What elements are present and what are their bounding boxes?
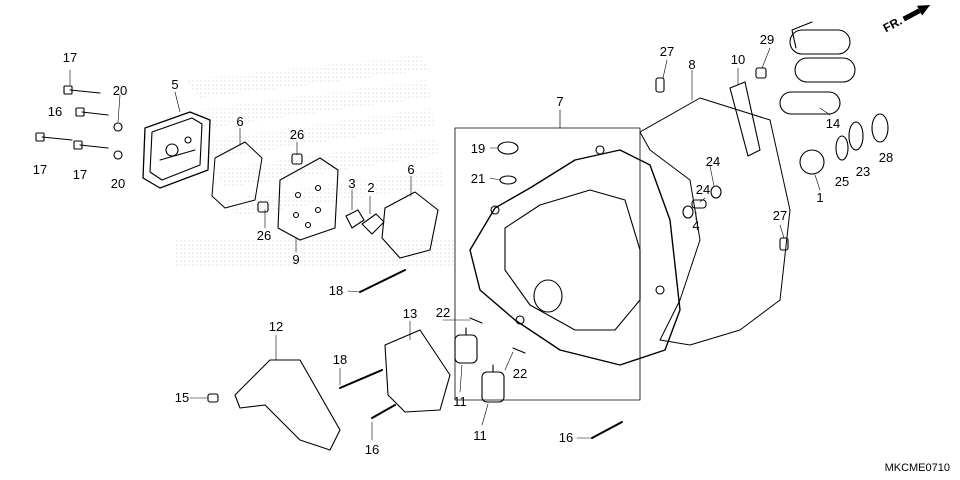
- bolts-left: [35, 85, 123, 160]
- callout-28: 28: [878, 150, 894, 165]
- part-2-seal: [361, 213, 385, 235]
- callout-14: 14: [825, 116, 841, 131]
- callout-2: 2: [367, 180, 375, 195]
- part-16-bolt-mid: [371, 404, 396, 419]
- part-10-bracket: [729, 81, 761, 157]
- callout-10: 10: [730, 52, 746, 67]
- callout-27: 27: [772, 208, 788, 223]
- callout-16: 16: [558, 430, 574, 445]
- callout-19: 19: [470, 141, 486, 156]
- part-7-main-cover: [469, 145, 681, 366]
- part-14-connector: [779, 21, 856, 115]
- part-12-bracket: [234, 359, 341, 451]
- callout-8: 8: [688, 57, 696, 72]
- callout-7: 7: [556, 94, 564, 109]
- part-18-bolt-short: [339, 369, 383, 389]
- part-28-circlip: [871, 113, 889, 143]
- callout-21: 21: [470, 171, 486, 186]
- part-18-bolt-long: [359, 269, 406, 293]
- callout-29: 29: [759, 32, 775, 47]
- arrow-right-icon: [902, 4, 931, 21]
- callout-26: 26: [289, 127, 305, 142]
- diagram-code: MKCME0710: [884, 462, 950, 474]
- callout-15: 15: [174, 390, 190, 405]
- callout-26: 26: [256, 228, 272, 243]
- callout-12: 12: [268, 319, 284, 334]
- callout-9: 9: [292, 252, 300, 267]
- part-22-clip-a: [469, 317, 483, 324]
- callout-4: 4: [692, 218, 700, 233]
- part-24-oring-a: [710, 185, 722, 199]
- callout-25: 25: [834, 174, 850, 189]
- part-23-ring: [848, 121, 864, 151]
- part-11-sensor-a: [454, 327, 478, 364]
- part-19-plug: [497, 141, 519, 155]
- callout-13: 13: [402, 306, 418, 321]
- part-11-sensor-b: [481, 364, 505, 403]
- callout-3: 3: [348, 176, 356, 191]
- callout-20: 20: [112, 83, 128, 98]
- callout-22: 22: [435, 305, 451, 320]
- callout-6: 6: [407, 162, 415, 177]
- callout-11: 11: [473, 428, 487, 443]
- part-8-gasket: [639, 97, 791, 346]
- part-4-pin: [691, 199, 707, 209]
- part-25-ring: [835, 135, 849, 161]
- part-24-oring-b: [682, 205, 694, 219]
- part-1-nut: [799, 149, 825, 175]
- part-13-guard: [384, 329, 451, 413]
- group-bracket-7: [454, 127, 641, 401]
- part-6-gasket-right: [381, 191, 439, 259]
- front-direction-indicator: FR.: [881, 0, 934, 35]
- callout-16: 16: [47, 104, 63, 119]
- leader-lines: [69, 47, 831, 441]
- part-3-collar: [345, 209, 365, 229]
- callout-18: 18: [332, 352, 348, 367]
- part-6-gasket-left: [211, 141, 263, 209]
- callout-5: 5: [171, 77, 179, 92]
- part-15-bolt: [207, 393, 219, 403]
- callout-6: 6: [236, 114, 244, 129]
- part-29-bolt: [755, 67, 767, 79]
- callout-17: 17: [62, 50, 78, 65]
- part-21-washer: [499, 175, 517, 185]
- callout-17: 17: [32, 162, 48, 177]
- callout-24: 24: [705, 154, 721, 169]
- callout-20: 20: [110, 176, 126, 191]
- callout-23: 23: [855, 164, 871, 179]
- callout-27: 27: [659, 44, 675, 59]
- callout-24: 24: [695, 182, 711, 197]
- part-5-cover: [142, 111, 211, 189]
- callout-17: 17: [72, 167, 88, 182]
- callout-11: 11: [453, 394, 467, 409]
- callout-1: 1: [816, 190, 824, 205]
- part-27-dowel-top: [655, 77, 665, 93]
- callout-16: 16: [364, 442, 380, 457]
- part-16-bolt-bottom: [591, 421, 623, 439]
- callout-22: 22: [512, 366, 528, 381]
- part-22-clip-b: [512, 347, 526, 354]
- callout-18: 18: [328, 283, 344, 298]
